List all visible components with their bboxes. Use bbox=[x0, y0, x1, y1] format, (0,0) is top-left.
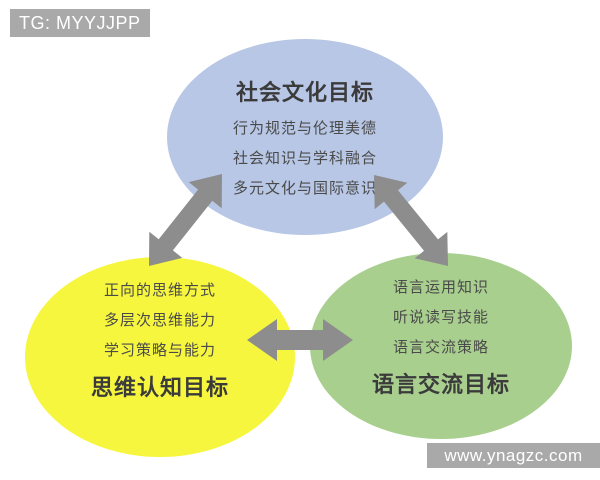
node-language-communication-item-2: 听说读写技能 bbox=[392, 308, 489, 326]
watermark-website: www.ynagzc.com bbox=[427, 443, 600, 468]
node-social-culture-item-1: 行为规范与伦理美德 bbox=[232, 120, 377, 138]
watermark-telegram: TG: MYYJJPP bbox=[10, 9, 150, 37]
node-language-communication-item-3: 语言交流策略 bbox=[392, 338, 489, 356]
node-thinking-cognition: 正向的思维方式 多层次思维能力 学习策略与能力 思维认知目标 bbox=[25, 257, 295, 457]
node-language-communication-item-1: 语言运用知识 bbox=[392, 279, 489, 297]
node-social-culture-item-3: 多元文化与国际意识 bbox=[232, 179, 377, 197]
node-thinking-cognition-title: 思维认知目标 bbox=[90, 375, 229, 401]
node-language-communication-title: 语言交流目标 bbox=[371, 372, 510, 398]
node-social-culture-title: 社会文化目标 bbox=[235, 79, 374, 105]
node-social-culture: 社会文化目标 行为规范与伦理美德 社会知识与学科融合 多元文化与国际意识 bbox=[167, 39, 443, 235]
node-thinking-cognition-item-3: 学习策略与能力 bbox=[103, 341, 216, 359]
node-language-communication: 语言运用知识 听说读写技能 语言交流策略 语言交流目标 bbox=[310, 253, 572, 439]
node-thinking-cognition-item-1: 正向的思维方式 bbox=[103, 282, 216, 300]
node-thinking-cognition-item-2: 多层次思维能力 bbox=[103, 311, 216, 329]
node-social-culture-item-2: 社会知识与学科融合 bbox=[232, 149, 377, 167]
